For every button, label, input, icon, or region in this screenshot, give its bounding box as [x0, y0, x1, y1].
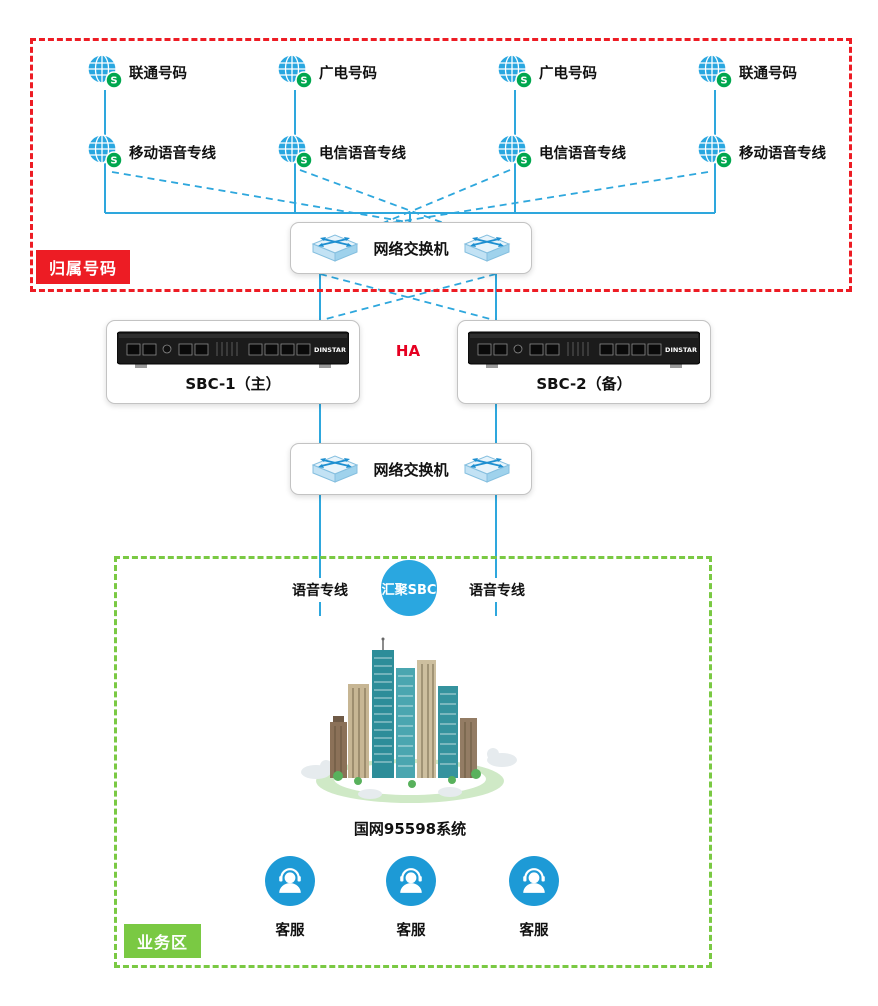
- carrier-node: S 联通号码: [696, 53, 797, 91]
- carrier-node: S 联通号码: [86, 53, 187, 91]
- headset-person-icon: [386, 856, 436, 906]
- agent-label: 客服: [275, 923, 305, 939]
- svg-text:S: S: [520, 76, 527, 87]
- headset-person-icon: [265, 856, 315, 906]
- globe-sip-icon: S: [277, 134, 313, 169]
- carrier-label: 联通号码: [739, 65, 797, 82]
- carrier-node: S 移动语音专线: [86, 133, 216, 171]
- carrier-node: S 广电号码: [496, 53, 597, 91]
- business-zone-label: 业务区: [124, 924, 202, 958]
- aggregate-sbc-badge: 汇聚SBC: [381, 560, 437, 616]
- ha-label: HA: [395, 342, 421, 360]
- svg-text:S: S: [720, 76, 727, 87]
- switch-icon: [463, 234, 510, 262]
- agent-node: 客服: [386, 856, 436, 940]
- svg-text:S: S: [520, 156, 527, 167]
- system-label: 国网95598系统: [353, 820, 467, 838]
- sbc-primary-label: SBC-1（主）: [185, 375, 281, 393]
- top-network-switch: 网络交换机: [290, 222, 532, 274]
- sbc-backup-label: SBC-2（备）: [536, 375, 632, 393]
- voice-line-left-label: 语音专线: [286, 578, 354, 602]
- sbc-primary-card: DINSTAR SBC-1（主）: [106, 320, 360, 404]
- carrier-node: S 电信语音专线: [276, 133, 406, 171]
- globe-sip-icon: S: [497, 134, 533, 169]
- carrier-label: 广电号码: [319, 65, 377, 82]
- svg-text:S: S: [720, 156, 727, 167]
- switch-icon: [312, 455, 359, 483]
- globe-sip-icon: S: [497, 54, 533, 89]
- agent-label: 客服: [396, 923, 426, 939]
- globe-sip-icon: S: [87, 54, 123, 89]
- home-zone-boundary: [30, 38, 852, 292]
- svg-text:S: S: [300, 76, 307, 87]
- headset-person-icon: [509, 856, 559, 906]
- carrier-node: S 移动语音专线: [696, 133, 826, 171]
- carrier-label: 广电号码: [539, 65, 597, 82]
- carrier-node: S 广电号码: [276, 53, 377, 91]
- svg-text:S: S: [110, 156, 117, 167]
- carrier-label: 电信语音专线: [319, 145, 406, 162]
- sbc-device-image: DINSTAR: [468, 331, 700, 368]
- carrier-label: 联通号码: [129, 65, 187, 82]
- business-zone-boundary: [114, 556, 712, 968]
- switch-icon: [463, 455, 510, 483]
- carrier-node: S 电信语音专线: [496, 133, 626, 171]
- device-brand: DINSTAR: [665, 346, 697, 354]
- globe-sip-icon: S: [87, 134, 123, 169]
- svg-text:S: S: [110, 76, 117, 87]
- globe-sip-icon: S: [697, 54, 733, 89]
- device-brand: DINSTAR: [314, 346, 346, 354]
- agent-node: 客服: [265, 856, 315, 940]
- home-zone-label: 归属号码: [36, 250, 131, 284]
- switch-label: 网络交换机: [373, 460, 449, 479]
- carrier-label: 电信语音专线: [539, 145, 626, 162]
- switch-label: 网络交换机: [373, 239, 449, 258]
- agent-node: 客服: [509, 856, 559, 940]
- switch-icon: [312, 234, 359, 262]
- voice-line-right-label: 语音专线: [463, 578, 531, 602]
- svg-text:S: S: [300, 156, 307, 167]
- sbc-backup-card: DINSTAR SBC-2（备）: [457, 320, 711, 404]
- sbc-device-image: DINSTAR: [117, 331, 349, 368]
- carrier-label: 移动语音专线: [739, 145, 826, 162]
- carrier-label: 移动语音专线: [129, 145, 216, 162]
- agent-label: 客服: [519, 923, 549, 939]
- globe-sip-icon: S: [277, 54, 313, 89]
- city-illustration: [300, 624, 520, 818]
- bottom-network-switch: 网络交换机: [290, 443, 532, 495]
- globe-sip-icon: S: [697, 134, 733, 169]
